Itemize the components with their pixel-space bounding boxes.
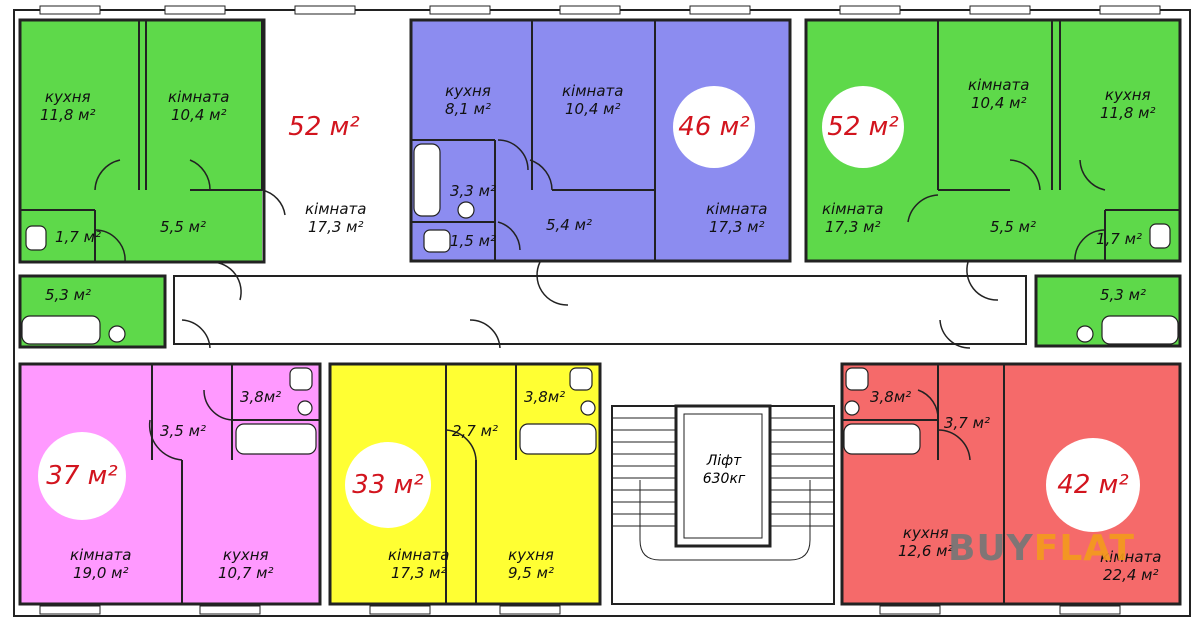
label-42-bath: 3,8м² bbox=[870, 388, 912, 406]
area-badge-52-right: 52 м² bbox=[822, 86, 904, 168]
label-46-wc: 1,5 м² bbox=[450, 232, 496, 250]
fill-52-left bbox=[20, 20, 262, 262]
label-52l-wc: 1,7 м² bbox=[55, 228, 101, 246]
label-52l-hall: 5,5 м² bbox=[160, 218, 206, 236]
label-46-bath: 3,3 м² bbox=[450, 182, 496, 200]
label-52r-bath: 5,3 м² bbox=[1100, 286, 1146, 304]
label-33-bath: 3,8м² bbox=[524, 388, 566, 406]
area-badge-37: 37 м² bbox=[38, 432, 126, 520]
label-52r-wc: 1,7 м² bbox=[1096, 230, 1142, 248]
area-badge-42: 42 м² bbox=[1046, 438, 1140, 532]
label-37-hall: 3,5 м² bbox=[160, 422, 206, 440]
door-swings bbox=[94, 139, 1106, 461]
label-52r-hall: 5,5 м² bbox=[990, 218, 1036, 236]
windows bbox=[39, 5, 1161, 615]
buyflat-logo: BUY FLAT bbox=[948, 528, 1135, 569]
label-46-hall: 5,4 м² bbox=[546, 216, 592, 234]
logo-text-flat: FLAT bbox=[1033, 528, 1135, 569]
logo-text-buy: BUY bbox=[948, 528, 1034, 569]
area-badge-33: 33 м² bbox=[345, 442, 431, 528]
label-42-hall: 3,7 м² bbox=[944, 414, 990, 432]
area-badge-46: 46 м² bbox=[673, 86, 755, 168]
area-badge-52-left: 52 м² bbox=[283, 86, 365, 168]
label-33-hall: 2,7 м² bbox=[452, 422, 498, 440]
fixtures bbox=[21, 143, 1179, 455]
lift-label: Ліфт 630кг bbox=[702, 453, 746, 487]
stairs bbox=[612, 417, 834, 561]
label-37-bath: 3,8м² bbox=[240, 388, 282, 406]
label-52l-bath: 5,3 м² bbox=[45, 286, 91, 304]
